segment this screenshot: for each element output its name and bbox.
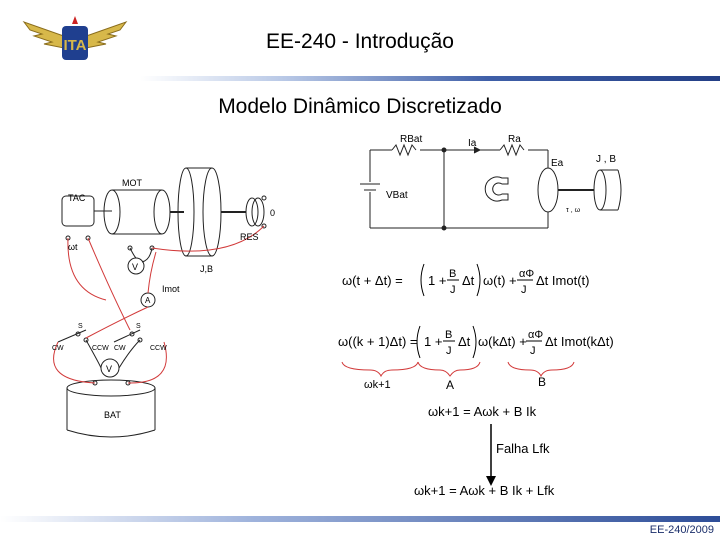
eq4: ωk+1 = Aωk + B Ik + Lfk <box>414 483 555 498</box>
eq2-frac-alpha-num: αΦ <box>528 329 543 341</box>
label-v1: V <box>132 262 138 272</box>
eq1-dt: Δt <box>462 273 475 288</box>
eq2-lhs: ω((k + 1)Δt) = <box>338 334 418 349</box>
label-rbat: RBat <box>400 134 422 145</box>
eq1-frac-b-num: B <box>449 268 456 280</box>
label-zero: 0 <box>270 208 275 218</box>
label-ea: Ea <box>551 158 564 169</box>
eq1-term1-pre: 1 + <box>428 273 446 288</box>
brace-b-label: B <box>538 375 546 389</box>
label-tac: TAC <box>68 193 86 203</box>
brace-a-label: A <box>446 378 454 392</box>
label-mot: MOT <box>122 178 142 188</box>
eq1-frac-b-den: J <box>450 284 456 296</box>
eq1-frac-alpha-num: αΦ <box>519 268 534 280</box>
falha-label: Falha Lfk <box>496 441 550 456</box>
label-jb-mech: J,B <box>200 264 213 274</box>
label-cw1: CW <box>52 345 64 352</box>
title-divider <box>140 76 720 81</box>
slide-title: EE-240 - Introdução <box>266 30 454 53</box>
label-ccw2: CCW <box>150 345 167 352</box>
eq2-frac-b-den: J <box>446 345 452 357</box>
eq2-tail: ω(kΔt) + <box>478 334 527 349</box>
eq2-frac-b-num: B <box>445 329 452 341</box>
label-s2: S <box>136 323 141 330</box>
eq1-lhs: ω(t + Δt) = <box>342 273 403 288</box>
eq1-term2-tail: Δt Imot(t) <box>536 273 589 288</box>
label-ccw1: CCW <box>92 345 109 352</box>
label-s1: S <box>78 323 83 330</box>
arrow-down-icon <box>486 424 496 486</box>
eq2-term1-pre: 1 + <box>424 334 442 349</box>
label-jb-circuit: J , B <box>596 154 616 165</box>
label-ia: Ia <box>468 138 477 149</box>
footer-divider <box>0 516 720 522</box>
eq3: ωk+1 = Aωk + B Ik <box>428 404 537 419</box>
label-tau: τ , ω <box>566 207 581 214</box>
label-cw2: CW <box>114 345 126 352</box>
label-bat: BAT <box>104 410 121 420</box>
equations: ω(t + Δt) = 1 + B J Δt ω(t) + αΦ J Δt Im… <box>338 263 614 419</box>
label-res: RES <box>240 232 259 242</box>
mechanism-diagram <box>53 167 267 438</box>
eq1-frac-alpha-den: J <box>521 284 527 296</box>
label-v2: V <box>106 364 112 374</box>
slide-subtitle: Modelo Dinâmico Discretizado <box>218 95 502 118</box>
circuit-diagram <box>360 143 622 231</box>
label-imot: Imot <box>162 284 180 294</box>
eq1-tail: ω(t) + <box>483 273 517 288</box>
eq2-dt: Δt <box>458 334 471 349</box>
slide-footer: EE-240/2009 <box>649 524 714 536</box>
brace-omega-label: ωk+1 <box>364 379 391 391</box>
label-omega-t: ωt <box>68 242 78 252</box>
label-ammeter: A <box>145 296 151 305</box>
eq2-frac-alpha-den: J <box>530 345 536 357</box>
eq2-term2-tail: Δt Imot(kΔt) <box>545 334 614 349</box>
label-vbat: VBat <box>386 190 408 201</box>
label-ra: Ra <box>508 134 521 145</box>
svg-text:ITA: ITA <box>63 37 86 54</box>
ita-logo: ITA <box>22 16 128 60</box>
